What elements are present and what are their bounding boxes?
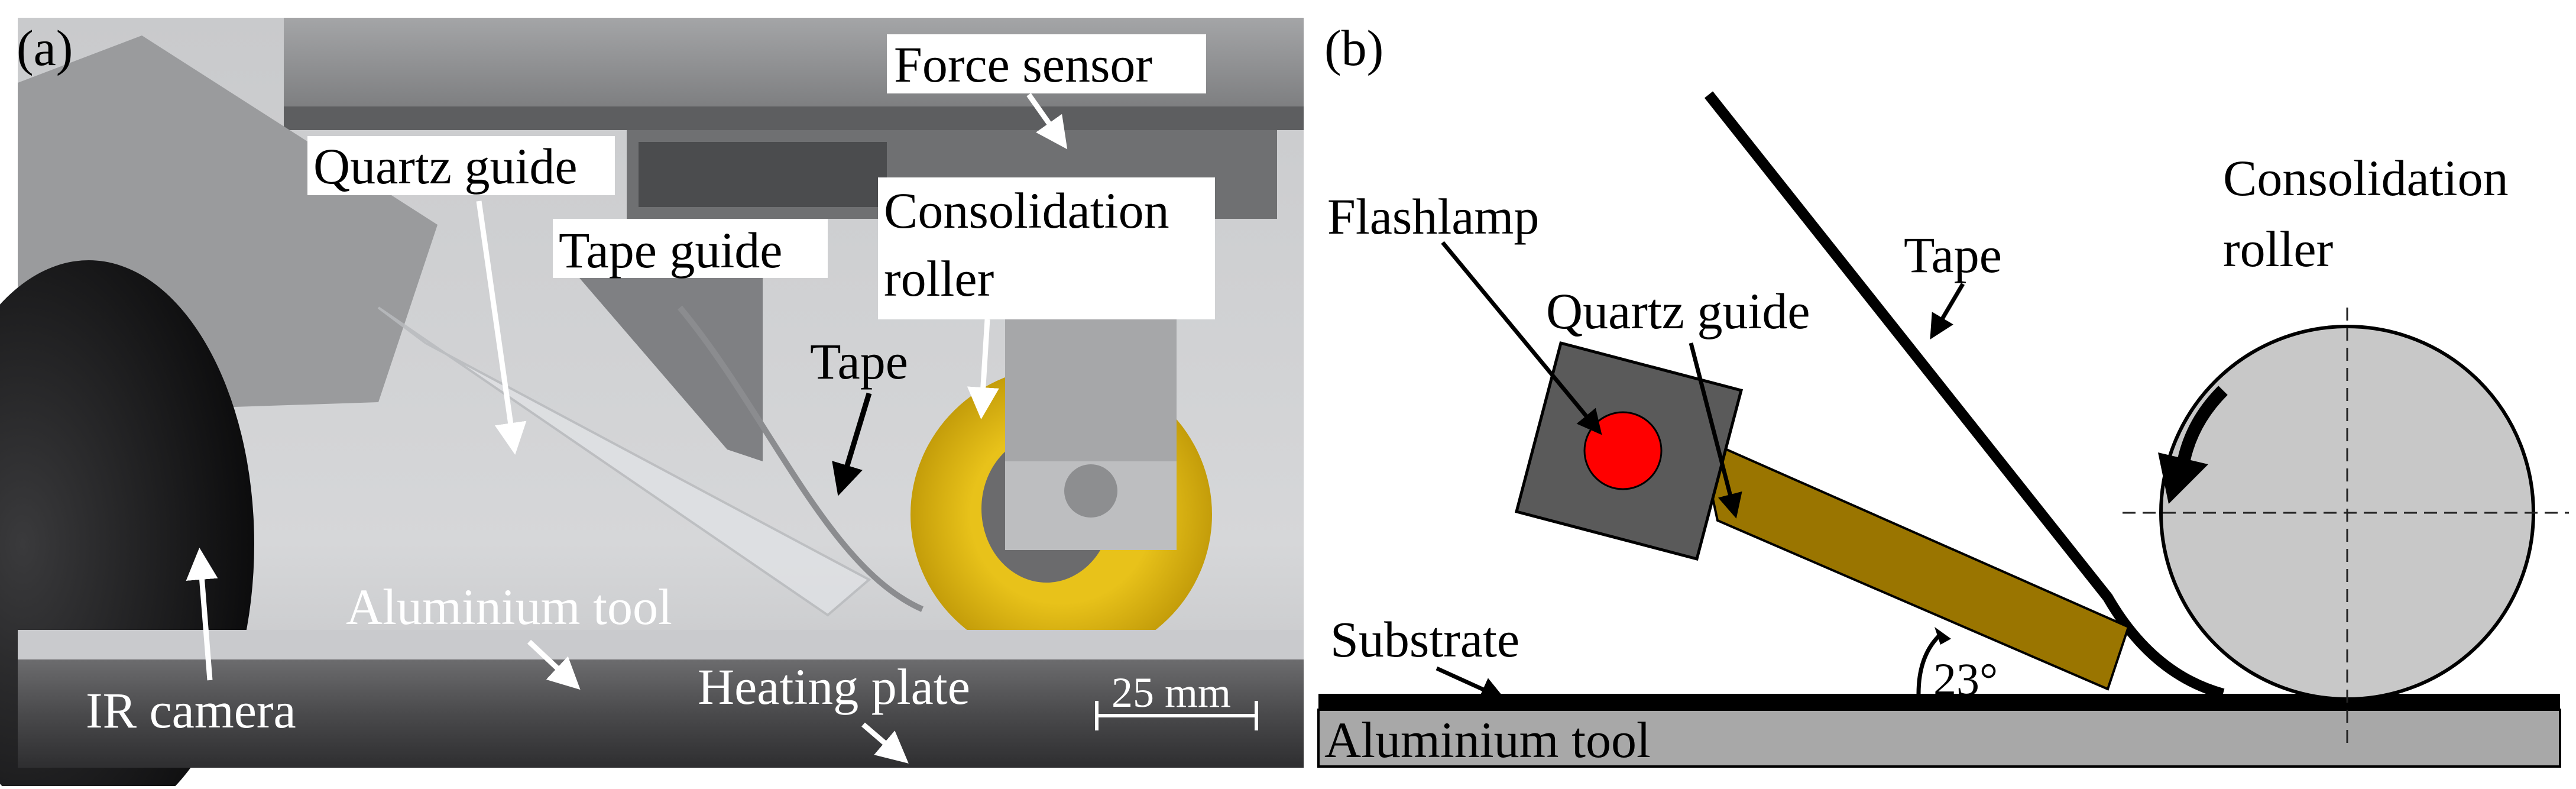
consolidation-roller-label-b-line2: roller <box>2223 221 2333 277</box>
quartz-guide-schematic <box>1698 435 2130 691</box>
ir-camera-arrow <box>186 548 218 681</box>
panel-b-label: (b) <box>1324 20 1383 76</box>
consolidation-roller-label-box <box>878 177 1215 319</box>
aluminium-tool-label-a: Aluminium tool <box>346 578 672 635</box>
heating-plate-label: Heating plate <box>698 658 970 715</box>
heating-plate-photo <box>18 659 1304 768</box>
flashlamp-label: Flashlamp <box>1327 188 1539 245</box>
quartz-guide-label-box <box>307 136 615 195</box>
quartz-guide-photo <box>377 306 871 617</box>
force-sensor-label: Force sensor <box>894 36 1152 93</box>
quartz-guide-label: Quartz guide <box>313 138 578 195</box>
consolidation-roller-label-line1: Consolidation <box>884 182 1169 239</box>
quartz-guide-arrow <box>476 201 527 455</box>
quartz-guide-arrow-b <box>1689 342 1742 519</box>
panel-a-annotations: Force sensor Quartz guide Consolidation … <box>86 34 1258 764</box>
panel-b-schematic <box>1317 91 2569 768</box>
substrate-arrow <box>1436 666 1506 701</box>
tape-arrow-a <box>832 392 872 496</box>
tape-label-b: Tape <box>1904 227 2002 283</box>
aluminium-tool-photo <box>18 630 1304 659</box>
aluminium-tool-label-b: Aluminium tool <box>1324 712 1651 768</box>
tape-arrow-b <box>1930 283 1965 340</box>
angle-arc <box>1916 631 1944 694</box>
roller-axle-bolt <box>1064 464 1117 518</box>
consolidation-roller-arrow <box>967 319 999 419</box>
rotation-arrow-head <box>2158 452 2208 504</box>
ir-camera-label: IR camera <box>86 682 296 739</box>
heating-plate-arrow <box>861 722 909 764</box>
tape-schematic <box>1704 91 2225 699</box>
scale-bar-label: 25 mm <box>1112 669 1231 716</box>
aluminium-tool-arrow-a <box>527 639 581 690</box>
panel-a-label: (a) <box>17 20 73 76</box>
panel-a-photo <box>0 18 1304 789</box>
tape-guide-label-box <box>553 219 828 278</box>
consolidation-roller-label-b-line1: Consolidation <box>2223 150 2509 206</box>
tape-guide-photo <box>579 278 763 461</box>
tape-label-a: Tape <box>810 333 908 390</box>
flashlamp-bulb <box>1583 411 1663 490</box>
panel-b-annotations: Flashlamp Tape Quartz guide Consolidatio… <box>1324 150 2509 768</box>
substrate-label: Substrate <box>1330 611 1519 668</box>
tape-guide-label: Tape guide <box>559 222 782 279</box>
sensor-mount <box>639 142 887 207</box>
force-sensor-label-box <box>887 34 1206 93</box>
force-sensor-frame <box>284 106 1304 130</box>
angle-label: 23° <box>1933 654 1998 705</box>
angle-arc-head-bottom <box>1911 697 1927 710</box>
force-sensor-arrow <box>1026 93 1068 150</box>
quartz-guide-label-b: Quartz guide <box>1546 283 1810 339</box>
consolidation-roller-label-line2: roller <box>884 250 994 307</box>
angle-arc-head-top <box>1935 627 1951 645</box>
tape-photo <box>678 305 924 612</box>
flashlamp-arrow <box>1441 241 1602 435</box>
